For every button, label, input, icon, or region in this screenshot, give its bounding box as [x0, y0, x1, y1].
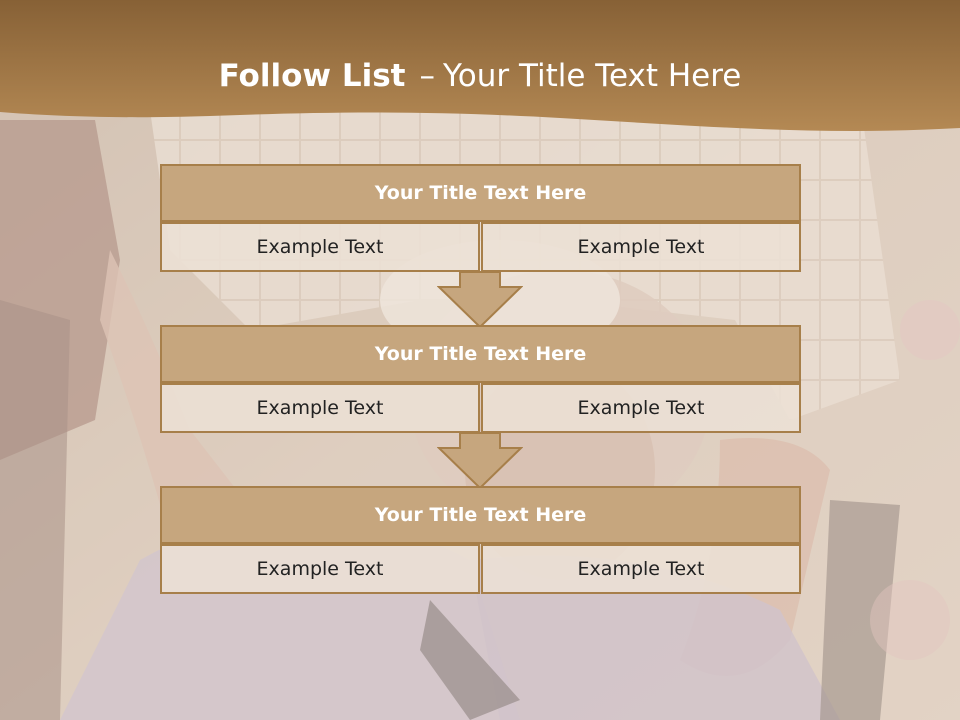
step-3-item-1: Example Text [160, 544, 480, 594]
down-arrow-icon [437, 271, 523, 329]
step-2-item-1: Example Text [160, 383, 480, 433]
step-1-item-1: Example Text [160, 222, 480, 272]
title-separator: – [419, 58, 435, 94]
step-block-3: Your Title Text Here Example Text Exampl… [160, 486, 801, 594]
step-block-2: Your Title Text Here Example Text Exampl… [160, 325, 801, 433]
step-block-1: Your Title Text Here Example Text Exampl… [160, 164, 801, 272]
step-title-1: Your Title Text Here [160, 164, 801, 222]
title-rest: Your Title Text Here [442, 58, 742, 94]
slide-title: Follow List–Your Title Text Here [0, 56, 960, 96]
down-arrow-icon [437, 432, 523, 490]
title-bold: Follow List [218, 58, 406, 94]
header-band [0, 0, 960, 131]
step-2-item-2: Example Text [481, 383, 801, 433]
step-3-item-2: Example Text [481, 544, 801, 594]
step-1-item-2: Example Text [481, 222, 801, 272]
step-title-3: Your Title Text Here [160, 486, 801, 544]
step-title-2: Your Title Text Here [160, 325, 801, 383]
